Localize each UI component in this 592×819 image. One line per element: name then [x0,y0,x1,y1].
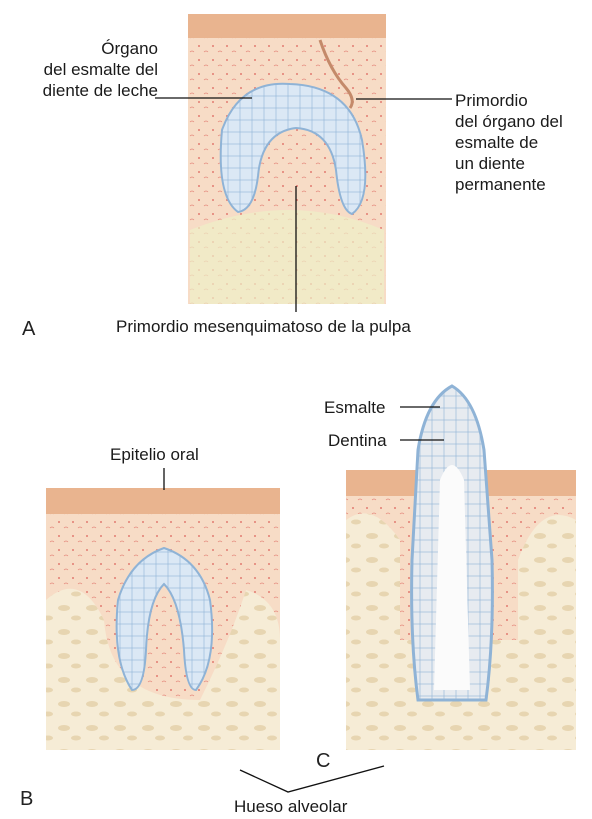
label-line: esmalte de [455,132,590,153]
panel-a-tissue [188,14,386,304]
label-line: diente de leche [8,80,158,101]
label-primordio-permanente: Primordio del órgano del esmalte de un d… [455,90,590,195]
panel-letter-b: B [20,788,33,811]
label-dentina: Dentina [328,430,387,451]
label-line: un diente [455,153,590,174]
label-organo-esmalte: Órgano del esmalte del diente de leche [8,38,158,101]
label-line: del órgano del [455,111,590,132]
label-hueso-alveolar: Hueso alveolar [234,796,347,817]
label-line: Órgano [8,38,158,59]
hueso-bracket [240,766,384,792]
panel-b-tissue [46,488,280,750]
panel-letter-a: A [22,318,35,341]
label-line: permanente [455,174,590,195]
label-line: del esmalte del [8,59,158,80]
panel-letter-c: C [316,750,330,773]
label-primordio-pulpa: Primordio mesenquimatoso de la pulpa [116,316,411,337]
label-esmalte: Esmalte [324,397,385,418]
label-line: Primordio [455,90,590,111]
label-epitelio-oral: Epitelio oral [110,444,199,465]
